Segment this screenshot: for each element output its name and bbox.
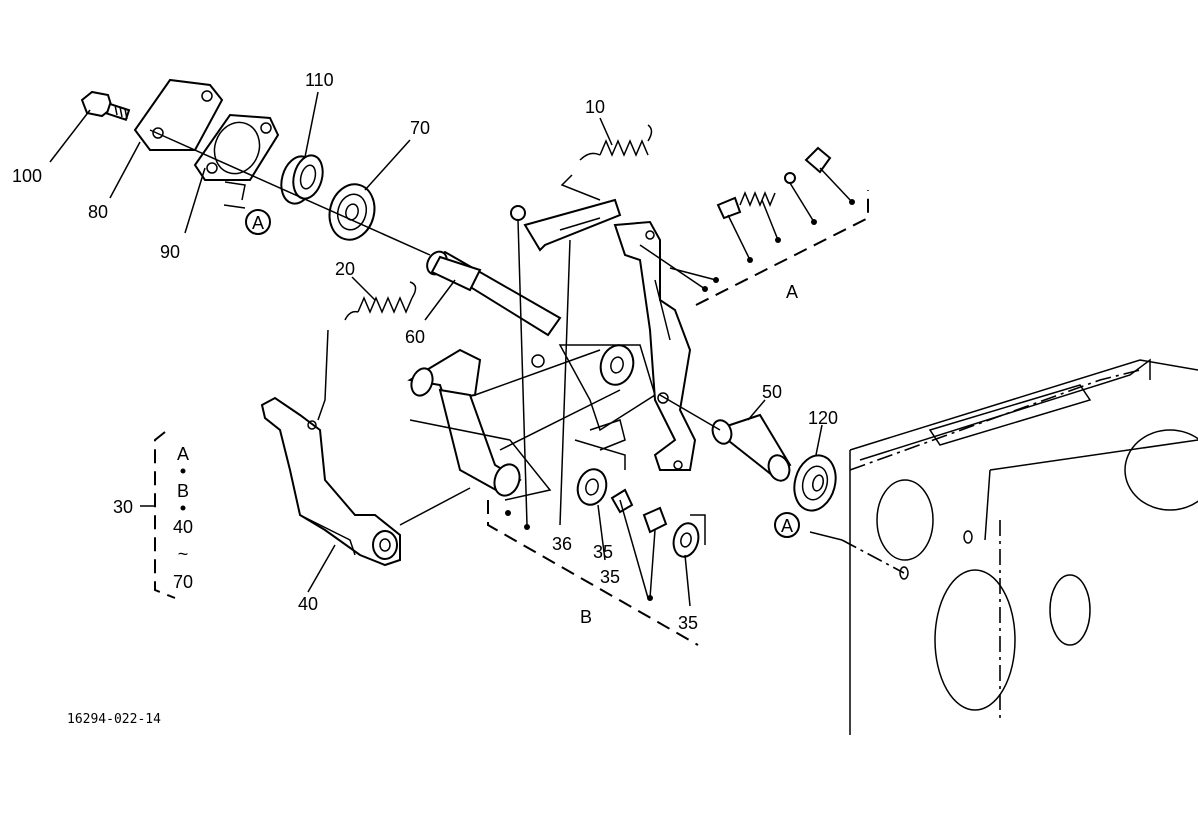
gasket-90: [193, 113, 280, 181]
engine-block: [849, 358, 1198, 735]
label-90: 90: [160, 242, 180, 262]
label-40: 40: [298, 594, 318, 614]
cover-plate-80: [133, 78, 224, 151]
callout-circle-a-right: A: [774, 512, 800, 538]
bearing-120: [793, 454, 837, 512]
legend-a: A: [177, 444, 189, 464]
label-60: 60: [405, 327, 425, 347]
label-35-a: 35: [593, 542, 613, 562]
callout-a-right-text: A: [781, 516, 793, 536]
axis-line-right: [659, 394, 721, 431]
legend-b: B: [177, 481, 189, 501]
shaft-60: [426, 250, 562, 337]
label-35-c: 35: [678, 613, 698, 633]
legend-start: 40: [173, 517, 193, 537]
leader-lines: [49, 91, 905, 607]
legend-end: 70: [173, 572, 193, 592]
part-labels: 100 80 90 110 70 10 20 60 50 120 36 35 3…: [12, 70, 838, 633]
governor-lever-assembly: [407, 344, 656, 501]
group-bracket-b: [487, 500, 699, 646]
axis-line-left: [149, 129, 431, 256]
label-35-b: 35: [600, 567, 620, 587]
bushing-110: [280, 154, 324, 205]
label-70: 70: [410, 118, 430, 138]
callout-circle-a-left: A: [245, 209, 271, 235]
link-plate-36: [510, 198, 622, 526]
legend-bracket-30: A B 40 ~ 70: [140, 431, 193, 599]
group-bracket-a: [695, 190, 869, 306]
label-36: 36: [552, 534, 572, 554]
lower-lever-40: [260, 396, 471, 567]
bolt-100: [80, 90, 131, 121]
bushing-group-b: [505, 468, 706, 601]
pin-spring-group-a: [639, 146, 855, 292]
label-110: 110: [305, 70, 334, 90]
drawing-number: 16294-022-14: [67, 712, 161, 727]
label-100: 100: [12, 166, 42, 186]
label-120: 120: [808, 408, 838, 428]
group-label-a: A: [786, 282, 798, 302]
label-20: 20: [335, 259, 355, 279]
callout-a-left-text: A: [252, 213, 264, 233]
spring-10: [579, 124, 653, 161]
group-label-b: B: [580, 607, 592, 627]
label-10: 10: [585, 97, 605, 117]
bushing-50: [711, 413, 792, 482]
spring-20: [344, 281, 417, 321]
legend-tilde: ~: [178, 544, 189, 564]
upper-lever: [613, 220, 697, 471]
label-80: 80: [88, 202, 108, 222]
label-30: 30: [113, 497, 133, 517]
label-50: 50: [762, 382, 782, 402]
